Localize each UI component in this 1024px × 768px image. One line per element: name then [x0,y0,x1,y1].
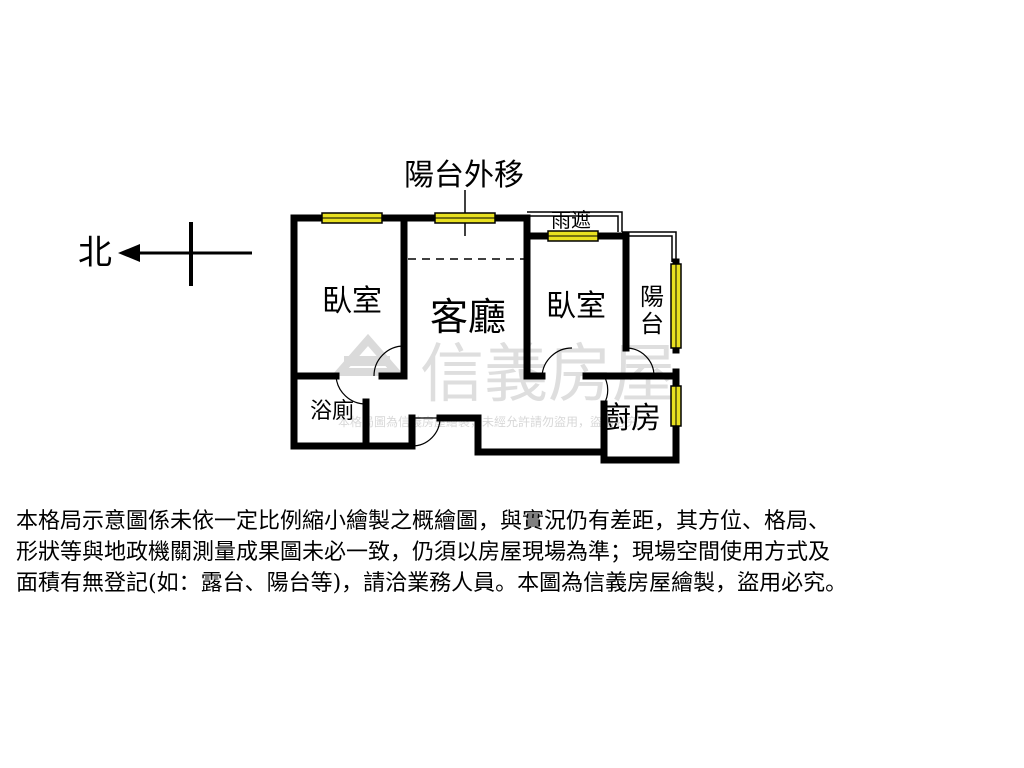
balcony-moved-label: 陽台外移 [404,158,524,193]
windows [321,212,682,427]
door-kitchen [603,375,609,405]
window-top-middle [434,212,496,224]
watermark-logo-icon [331,333,405,376]
living-room-label: 客廳 [430,295,506,339]
doors [335,345,655,447]
bedroom-left-label: 臥室 [322,284,382,319]
compass: 北 [78,222,252,286]
door-entrance [411,417,441,447]
floor-plan: 北 信義房屋 本格局圖為信義房屋繪製，未經允許請勿盜用，盜用必究 [78,158,682,464]
north-label: 北 [78,233,112,273]
compass-arrow-head [118,244,140,262]
balcony-label-1: 陽 [640,283,664,311]
disclaimer-line-2: 形狀等與地政機關測量成果圖未必一致，仍須以房屋現場為準；現場空間使用方式及 [16,540,831,565]
bedroom-right-label: 臥室 [546,289,606,324]
bathroom-label: 浴廁 [310,399,354,424]
door-bedroom-right [541,347,573,377]
window-top-left [321,212,383,224]
disclaimer-line-1: 本格局示意圖係未依一定比例縮小繪製之概繪圖，與實況仍有差距，其方位、格局、 [16,509,831,534]
kitchen-label: 廚房 [601,401,661,436]
watermark-small-text: 本格局圖為信義房屋繪製，未經允許請勿盜用，盜用必究 [338,414,638,429]
door-bedroom-left [373,345,405,377]
window-top-right [547,230,599,242]
balcony-label-2: 台 [640,310,664,338]
door-bathroom [335,375,367,405]
rain-shelter [527,211,677,262]
door-balcony [625,347,655,377]
rain-shelter-label: 雨遮 [551,208,591,232]
window-balcony [670,263,682,349]
disclaimer-line-3: 面積有無登記(如：露台、陽台等)，請洽業務人員。本圖為信義房屋繪製，盜用必究。 [16,571,848,596]
disclaimer: 本格局示意圖係未依一定比例縮小繪製之概繪圖，與實況仍有差距，其方位、格局、 形狀… [16,506,1016,599]
window-kitchen [670,385,682,427]
